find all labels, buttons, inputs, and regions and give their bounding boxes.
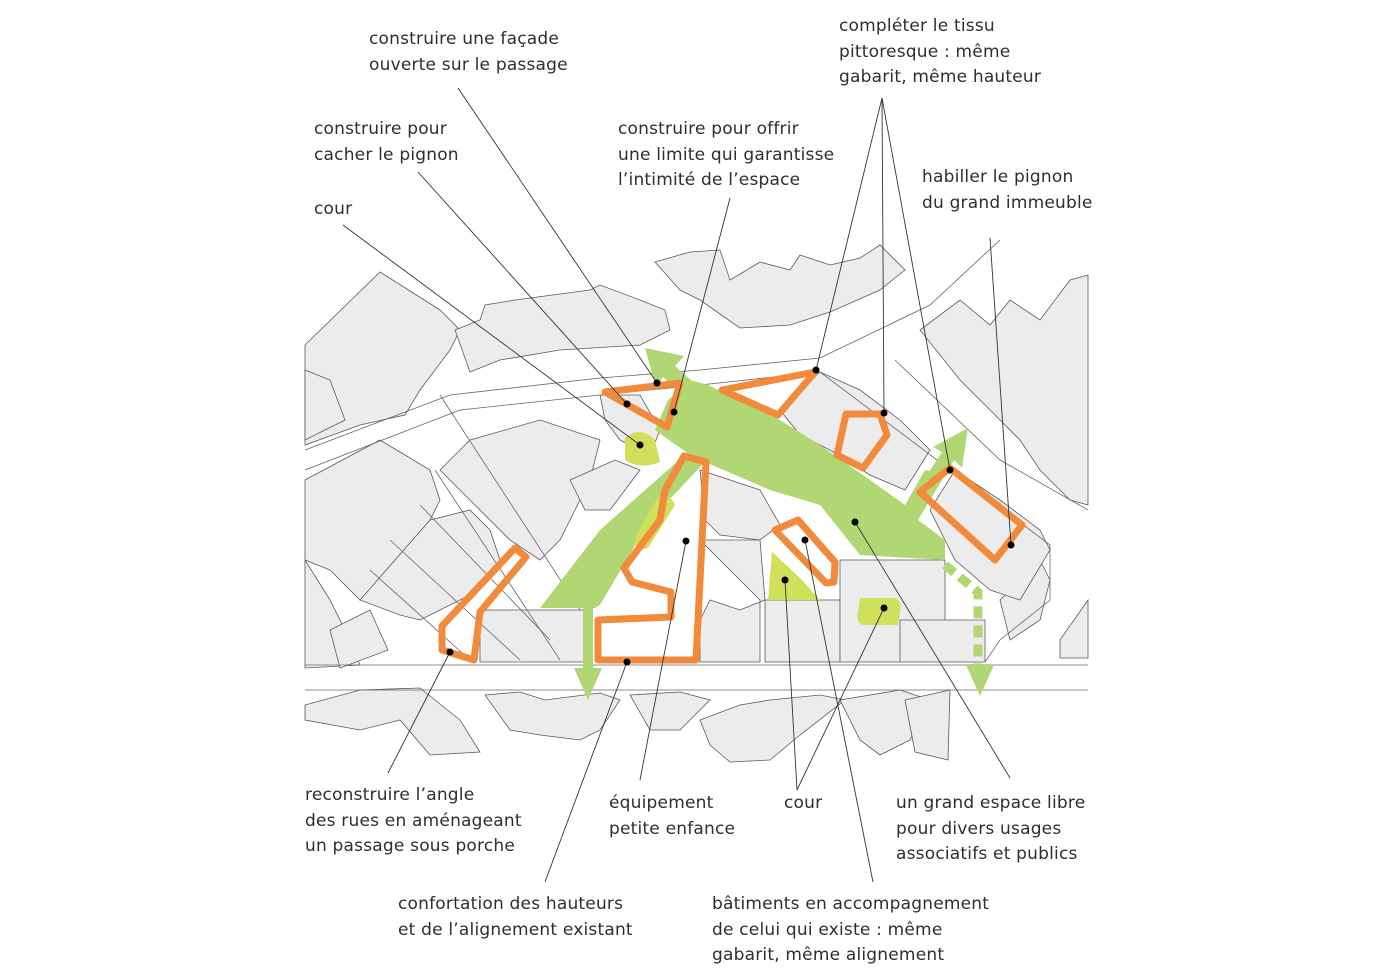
leader-lines — [342, 87, 1012, 883]
street-lines — [304, 239, 1089, 691]
new-buildings-outlines — [438, 368, 1026, 664]
arrow-southeast — [966, 665, 994, 696]
label-grand-espace: un grand espace libre pour divers usages… — [896, 793, 1086, 864]
leader-dots — [446, 366, 1015, 666]
label-confortation: confortation des hauteurs et de l’aligne… — [398, 894, 633, 940]
label-cour-bottom: cour — [784, 793, 823, 813]
label-batiments: bâtiments en accompagnement de celui qui… — [712, 894, 990, 965]
label-reconstruire: reconstruire l’angle des rues en aménage… — [305, 785, 522, 856]
dotted-path — [942, 561, 983, 665]
surrounding-buildings — [304, 244, 1089, 763]
arrow-northwest — [645, 348, 700, 398]
arrow-south — [574, 600, 602, 700]
label-facade: construire une façade ouverte sur le pas… — [369, 29, 568, 75]
label-cour-top: cour — [314, 199, 353, 219]
label-cacher-pignon: construire pour cacher le pignon — [314, 119, 459, 165]
plaza — [655, 380, 945, 560]
label-equipement: équipement petite enfance — [609, 793, 736, 839]
label-completer: compléter le tissu pittoresque : même ga… — [839, 16, 1042, 87]
label-habiller: habiller le pignon du grand immeuble — [922, 167, 1093, 213]
label-limite: construire pour offrir une limite qui ga… — [618, 119, 835, 190]
